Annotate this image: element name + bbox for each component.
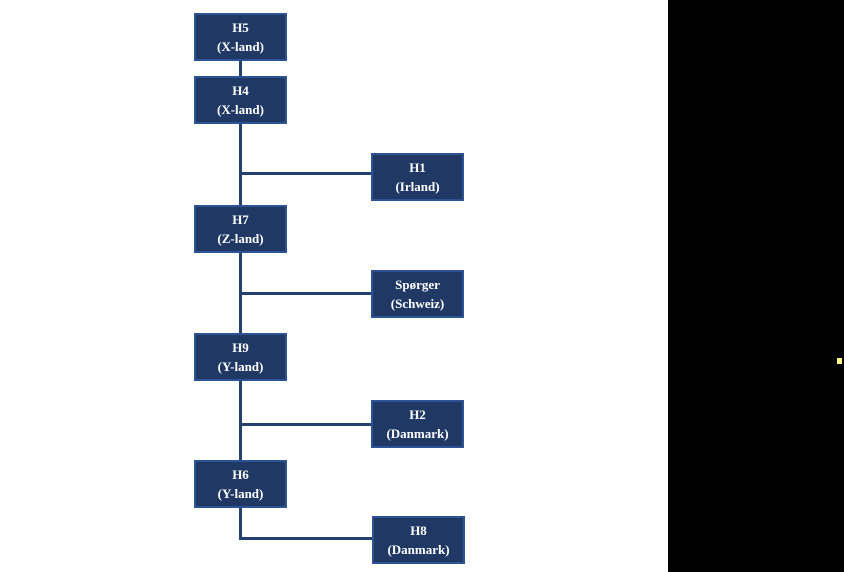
connector-branch-h8: [239, 537, 372, 540]
node-h8: H8 (Danmark): [372, 516, 465, 564]
connector-branch-h2: [240, 423, 371, 426]
node-h7: H7 (Z-land): [194, 205, 287, 253]
node-sporger: Spørger (Schweiz): [371, 270, 464, 318]
yellow-marker: [837, 358, 842, 364]
node-title: H1: [409, 160, 426, 175]
connector-branch-h1: [240, 172, 371, 175]
node-subtitle: (X-land): [217, 39, 264, 54]
node-h2: H2 (Danmark): [371, 400, 464, 448]
node-subtitle: (Z-land): [217, 231, 264, 246]
node-subtitle: (Y-land): [217, 486, 264, 501]
node-h5: H5 (X-land): [194, 13, 287, 61]
node-h6: H6 (Y-land): [194, 460, 287, 508]
node-title: H7: [232, 212, 249, 227]
node-title: Spørger: [395, 277, 440, 292]
node-h4: H4 (X-land): [194, 76, 287, 124]
connector-h6-elbow: [239, 508, 242, 540]
node-title: H9: [232, 340, 249, 355]
node-title: H4: [232, 83, 249, 98]
connector-branch-sporger: [240, 292, 371, 295]
node-subtitle: (X-land): [217, 102, 264, 117]
node-subtitle: (Danmark): [387, 542, 450, 557]
node-title: H2: [409, 407, 426, 422]
node-title: H6: [232, 467, 249, 482]
node-subtitle: (Danmark): [386, 426, 449, 441]
connector-h9-h6: [239, 381, 242, 461]
node-title: H5: [232, 20, 249, 35]
node-subtitle: (Irland): [395, 179, 440, 194]
connector-h4-h7: [239, 124, 242, 206]
node-h1: H1 (Irland): [371, 153, 464, 201]
node-subtitle: (Schweiz): [390, 296, 445, 311]
node-h9: H9 (Y-land): [194, 333, 287, 381]
node-title: H8: [410, 523, 427, 538]
node-subtitle: (Y-land): [217, 359, 264, 374]
black-side-panel: [668, 0, 844, 572]
connector-h5-h4: [239, 61, 242, 77]
